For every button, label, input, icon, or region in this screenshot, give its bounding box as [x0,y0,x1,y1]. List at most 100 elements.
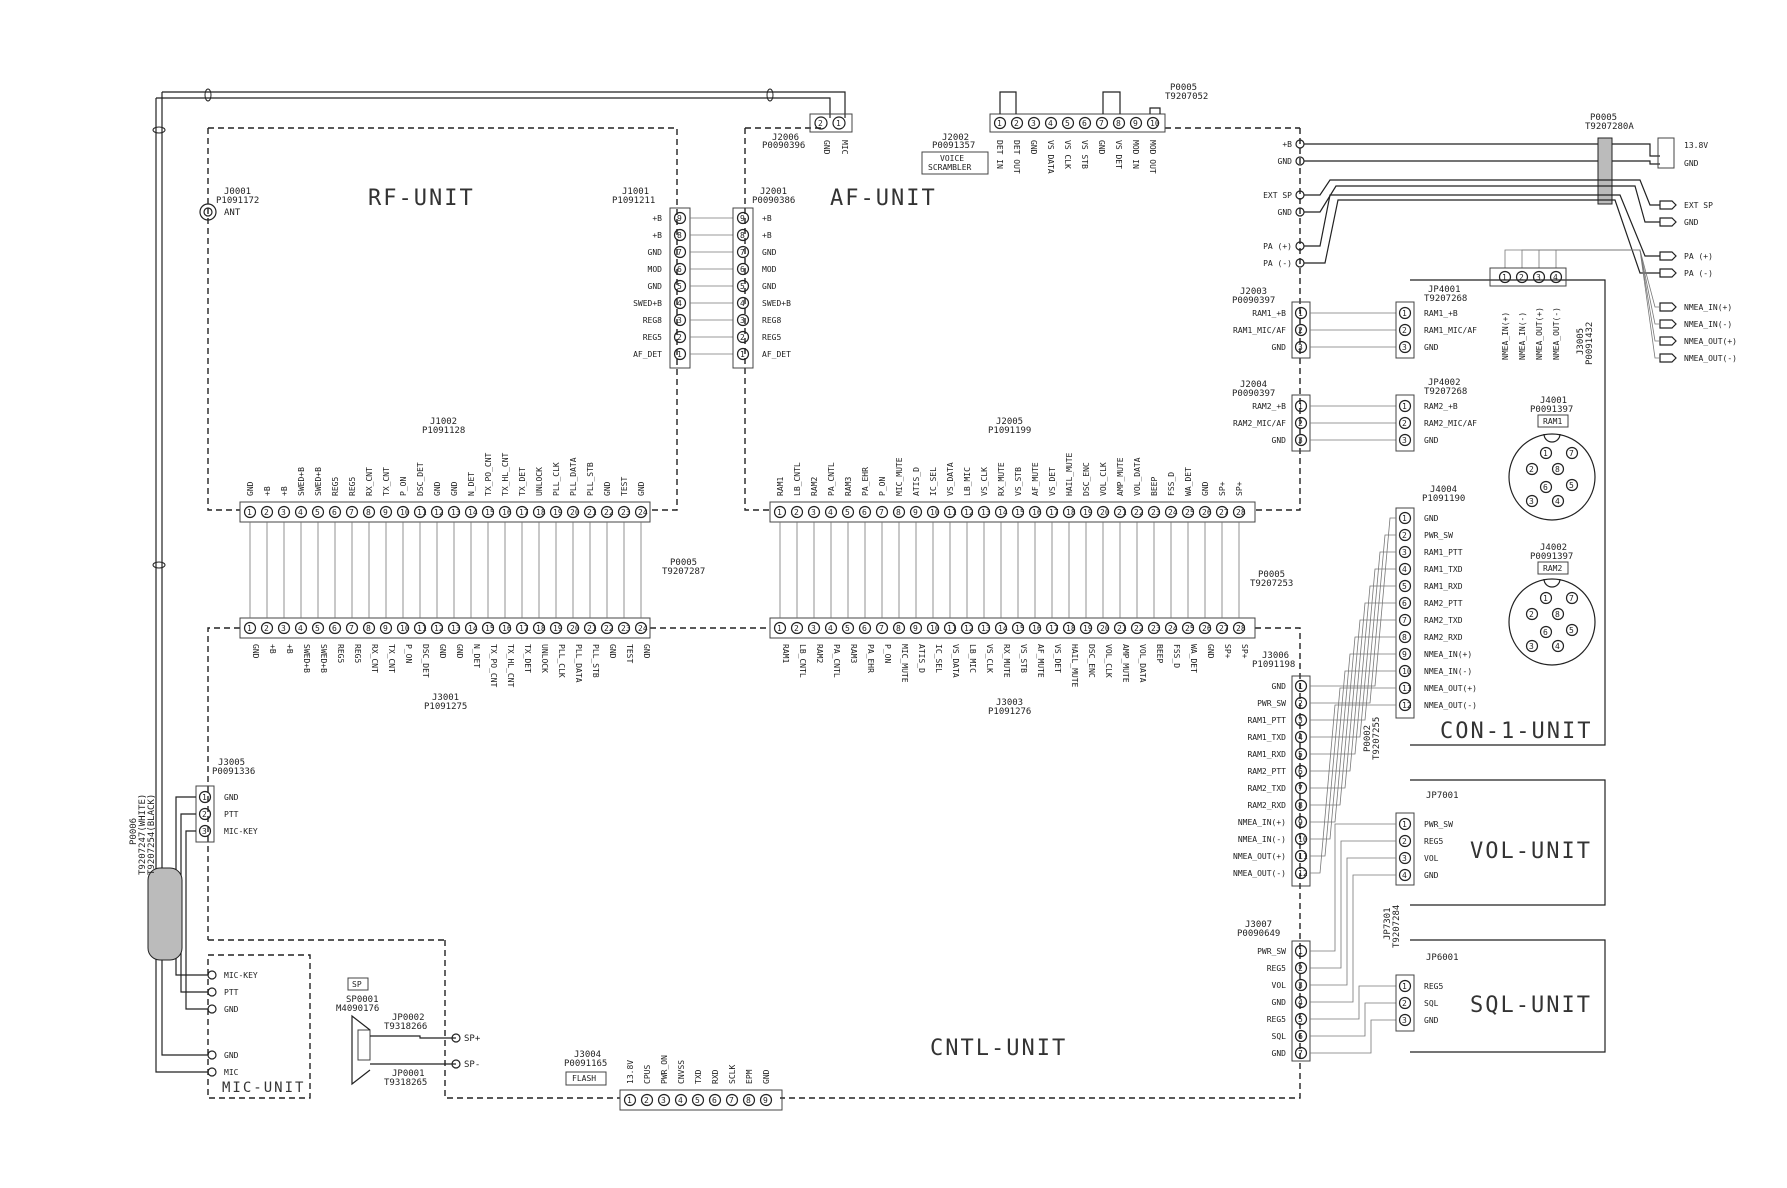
j3006-pin: 10 [1294,832,1308,846]
svg-text:20: 20 [1100,508,1110,517]
j3001-pin: 15 [481,621,495,635]
svg-text:2: 2 [1298,699,1303,708]
j3006-pin-label: PWR_SW [1257,699,1286,708]
svg-text:13.8V: 13.8V [1684,141,1708,150]
svg-text:26: 26 [1202,508,1212,517]
j1002-pin-label: GND [450,481,459,496]
j2005-pin-label: VS_DATA [946,462,955,496]
j2005-pin: 10 [926,505,940,519]
j2005-pin-label: AF_MUTE [1031,462,1040,496]
j3003-pin: 2 [790,621,804,635]
j3003-pin: 24 [1164,621,1178,635]
j2005-pin: 6 [858,505,872,519]
j4004-pin: 11 [1398,681,1412,695]
j4004-pin-label: PWR_SW [1424,531,1453,540]
svg-text:15: 15 [485,508,495,517]
svg-text:P0090386: P0090386 [752,196,795,206]
j2005-pin-label: VS_CLK [980,467,989,496]
nmea-terminal [1659,302,1677,312]
top-harness [152,88,846,1073]
j3003-pin-label: FSS_D [1172,644,1181,668]
svg-text:2: 2 [264,508,269,517]
svg-text:3: 3 [1298,981,1303,990]
j3007-pin: 1 [1294,944,1308,958]
svg-text:P1091128: P1091128 [422,426,465,436]
svg-text:P1091276: P1091276 [988,707,1031,717]
svg-text:P0091397: P0091397 [1530,405,1573,415]
pin-label: RAM1_+B [1252,309,1286,318]
svg-text:SP0001: SP0001 [346,995,379,1005]
j3003-pin-label: LB_CNTL [798,644,807,678]
j3003-pin-label: P_ON [883,644,892,663]
svg-text:P0005: P0005 [1590,113,1617,123]
p0005-top-pin: 9 [1129,116,1143,130]
j1002-pin-label: +B [280,486,289,496]
svg-text:24: 24 [638,508,648,517]
j3003-connector: J3003 P1091276 1RAM12LB_CNTL3RAM24PA_CNT… [769,617,1256,717]
j3005-mic-label: PTT [224,810,239,819]
j3001-pin-label: REG5 [336,644,345,663]
svg-text:GND: GND [1684,159,1699,168]
ram-socket-pin: 6 [1539,625,1553,639]
af-unit-title: AF-UNIT [830,186,937,211]
j3001-pin: 7 [345,621,359,635]
j3003-pin-label: AF_MUTE [1036,644,1045,678]
svg-text:1: 1 [1402,982,1407,991]
svg-text:7: 7 [879,624,884,633]
j2005-pin: 22 [1130,505,1144,519]
j3001-pin-label: TX_CNT [387,644,396,673]
j3003-pin-label: RAM1 [781,644,790,663]
j2005-pin-label: IC_SEL [929,467,938,496]
nmea-terminal-label: NMEA_IN(+) [1684,303,1732,312]
j4004-pin: 1 [1398,511,1412,525]
j3005-mic-pin: 3 [198,824,212,838]
j1001-pin: 5 [673,279,687,293]
cntl-unit-title: CNTL-UNIT [930,1036,1067,1061]
svg-text:2: 2 [264,624,269,633]
svg-text:P0090649: P0090649 [1237,929,1280,939]
j4004-pin: 8 [1398,630,1412,644]
j1002-pin: 23 [617,505,631,519]
svg-text:2: 2 [1402,326,1407,335]
j3004-pin-label: SCLK [728,1065,737,1084]
svg-text:1: 1 [247,508,252,517]
j2005-pin-label: BEEP [1150,477,1159,496]
unit-outlines [207,127,1606,1099]
j3001-pin: 9 [379,621,393,635]
svg-text:7: 7 [1298,784,1303,793]
j3003-pin: 23 [1147,621,1161,635]
svg-text:4: 4 [677,299,682,308]
j2005-pin-label: LB_MIC [963,467,972,496]
j1002-pin: 12 [430,505,444,519]
j1002-pin: 10 [396,505,410,519]
svg-text:24: 24 [1168,508,1178,517]
j3005-mic-pin: 2 [198,807,212,821]
svg-text:24: 24 [1168,624,1178,633]
svg-text:27: 27 [1219,624,1229,633]
j3006-pin-label: RAM2_RXD [1247,801,1286,810]
j1002-pin: 17 [515,505,529,519]
svg-text:10: 10 [400,508,410,517]
ram-socket-pin: 4 [1551,639,1565,653]
j2005-pin: 23 [1147,505,1161,519]
j2005-pin: 19 [1079,505,1093,519]
svg-text:2: 2 [1402,999,1407,1008]
svg-text:P1091190: P1091190 [1422,494,1465,504]
svg-text:10: 10 [400,624,410,633]
pin-label: RAM2_MIC/AF [1424,419,1477,428]
svg-text:3: 3 [1298,343,1303,352]
j3006-pin: 2 [1294,696,1308,710]
j3003-pin: 12 [960,621,974,635]
ext-terminal-label: EXT SP [1684,201,1713,210]
svg-text:1: 1 [1402,514,1407,523]
j3001-pin: 14 [464,621,478,635]
svg-text:22: 22 [1134,508,1144,517]
j3003-pin-label: VS_STB [1019,644,1028,673]
svg-text:2: 2 [1298,964,1303,973]
p0005-top-label: DET OUT [1012,140,1021,174]
svg-text:6: 6 [1082,119,1087,128]
svg-text:5: 5 [845,624,850,633]
p0005-af-cable: P0005 T9207253 [779,522,1293,618]
